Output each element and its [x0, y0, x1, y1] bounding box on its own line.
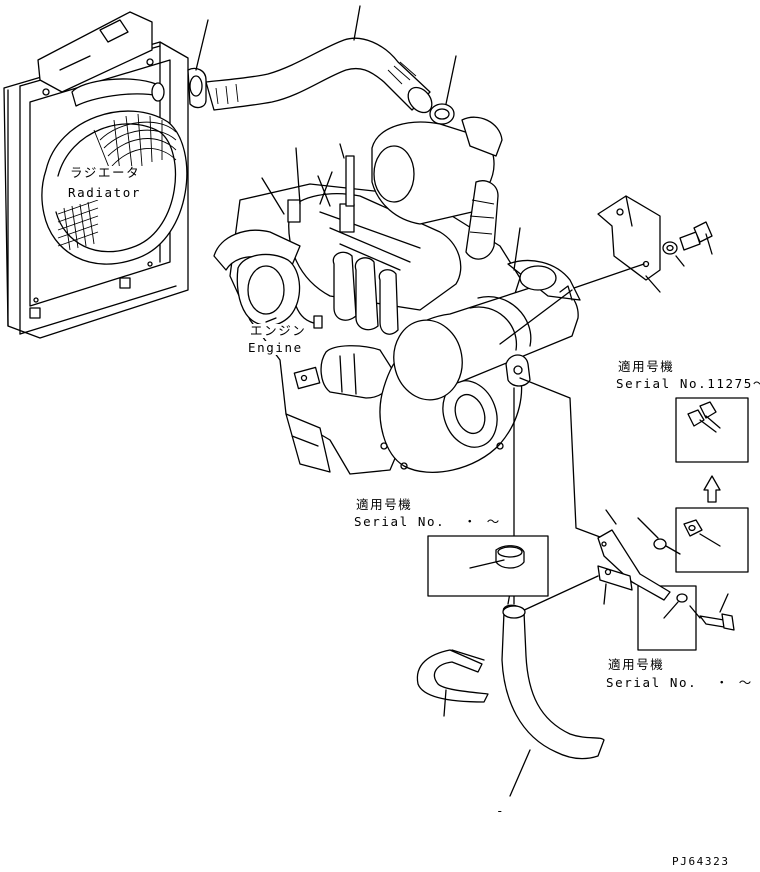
serial-heading-3: 適用号機: [608, 657, 665, 672]
serial-number-1: Serial No.11275～: [616, 376, 760, 391]
hose-clamp-left: [187, 19, 209, 109]
engine-label-jp: エンジン: [250, 323, 307, 338]
serial-number-3: Serial No. ・ ～: [606, 675, 753, 690]
washer: [653, 538, 667, 550]
bolt-washer: [662, 221, 713, 267]
detail-box-2: [675, 507, 749, 573]
upper-hose: [205, 37, 433, 114]
detail-box-3: [637, 585, 697, 651]
muffler: [393, 259, 581, 401]
air-cleaner: [371, 116, 503, 260]
serial-number-2: Serial No. ・ ～: [354, 514, 501, 529]
muffler-bracket: [597, 195, 661, 293]
arrow-up: [703, 475, 721, 503]
drawing-code: PJ64323: [672, 855, 730, 868]
detail-box-4: [427, 535, 549, 597]
serial-heading-2: 適用号機: [356, 497, 413, 512]
detail-box-1: [675, 397, 749, 463]
radiator-label-jp: ラジエータ: [70, 165, 141, 180]
hose-clamp-right: [429, 55, 457, 125]
engine-label-en: Engine: [248, 340, 303, 355]
tail-pipe: [501, 604, 605, 797]
lower-bracket: [519, 509, 735, 631]
hose-loop: [416, 649, 489, 717]
radiator-label-en: Radiator: [68, 185, 142, 200]
bottom-mark: -: [496, 803, 506, 818]
serial-heading-1: 適用号機: [618, 359, 675, 374]
